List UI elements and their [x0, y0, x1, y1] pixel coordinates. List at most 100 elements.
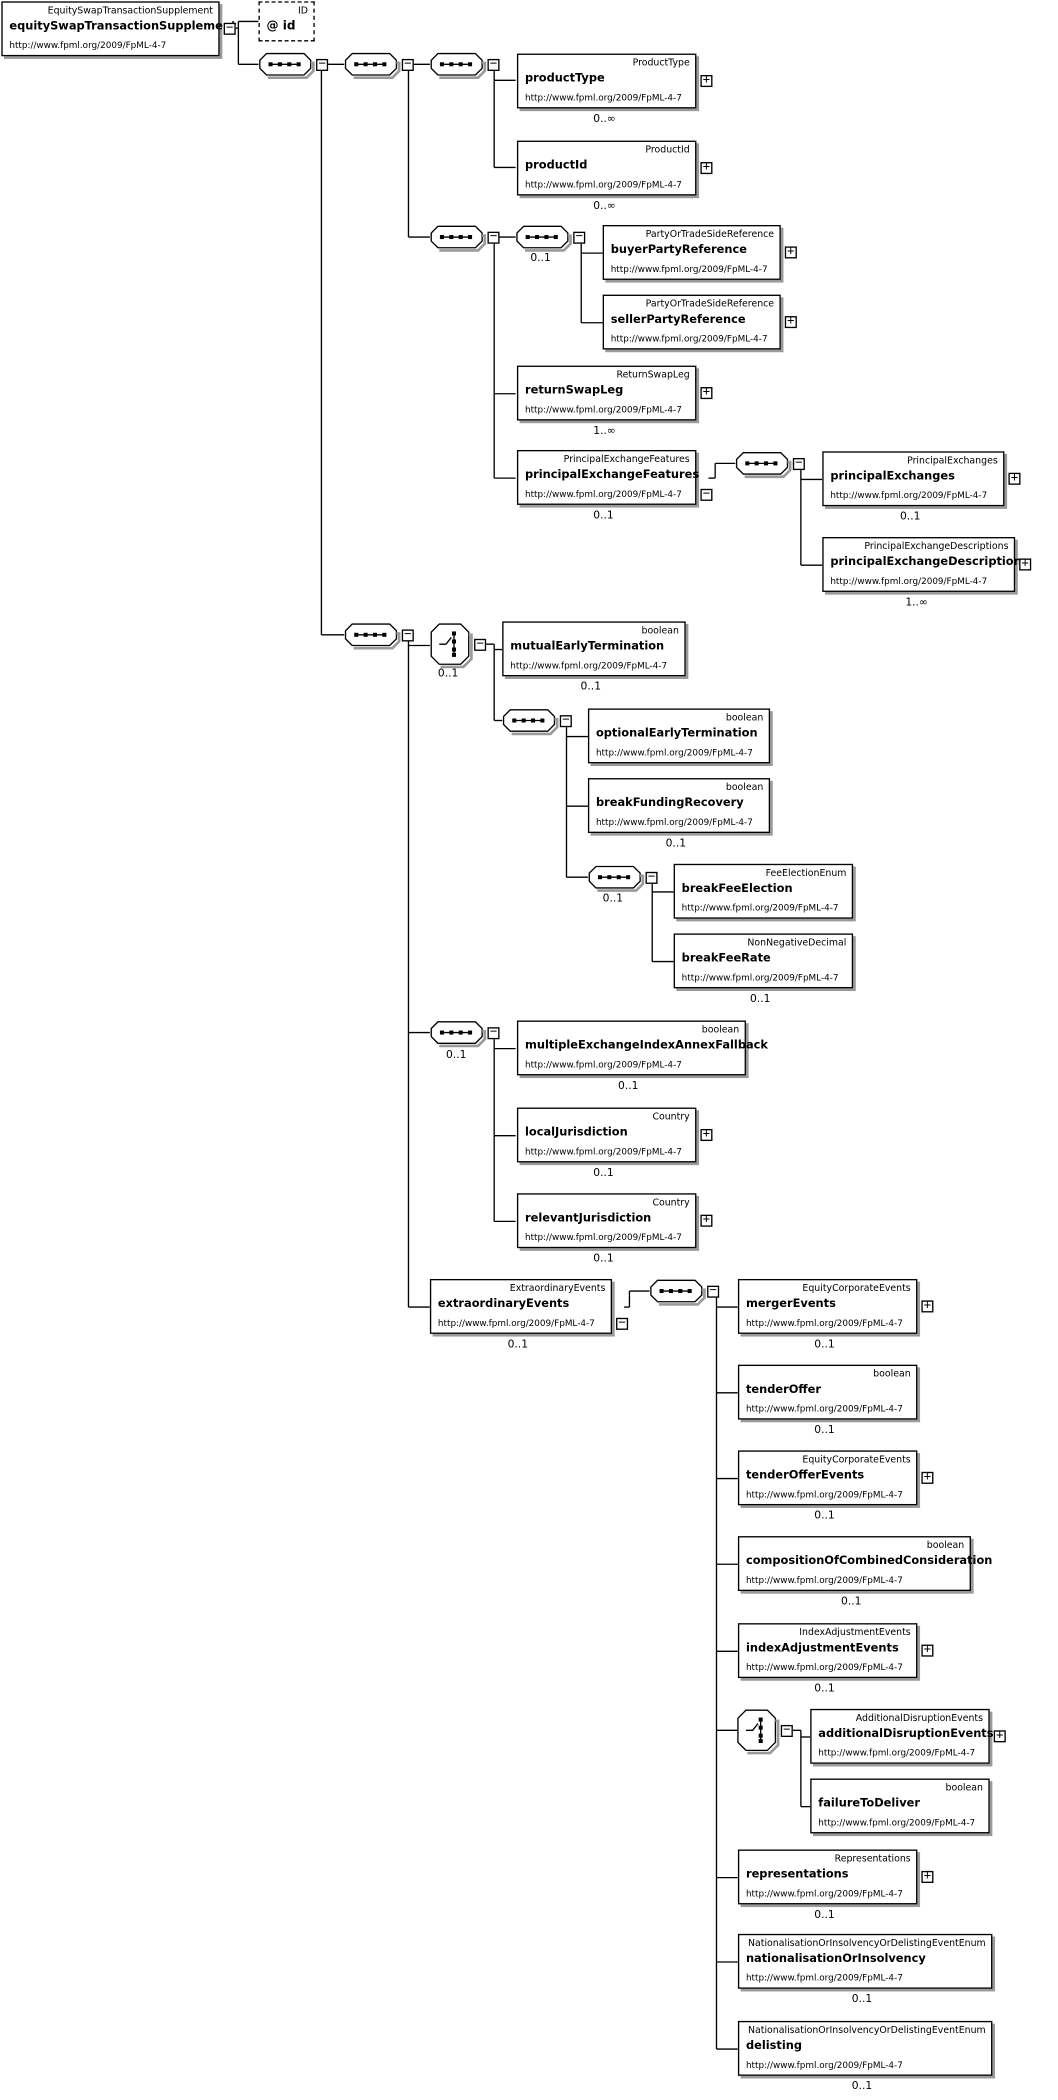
- collapse-toggle[interactable]: −: [700, 488, 713, 501]
- type-label: PrincipalExchanges: [907, 455, 998, 467]
- element-delisting[interactable]: NationalisationOrInsolvencyOrDelistingEv…: [737, 2020, 993, 2076]
- sequence-termination-jurisdiction[interactable]: [344, 623, 401, 650]
- expand-toggle[interactable]: +: [921, 1471, 934, 1484]
- sequence-principal-exchanges[interactable]: [735, 451, 792, 479]
- choice-disruption-events[interactable]: [737, 1709, 780, 1755]
- collapse-toggle[interactable]: −: [487, 231, 500, 244]
- collapse-toggle[interactable]: −: [316, 58, 329, 71]
- type-label: boolean: [701, 1024, 740, 1036]
- expand-toggle[interactable]: +: [1019, 558, 1032, 571]
- element-multipleExchangeIndexAnnexFallback[interactable]: boolean multipleExchangeIndexAnnexFallbac…: [516, 1020, 768, 1076]
- collapse-toggle[interactable]: −: [616, 1317, 629, 1330]
- expand-toggle[interactable]: +: [921, 1300, 934, 1313]
- collapse-toggle[interactable]: −: [707, 1285, 720, 1298]
- namespace-label: http://www.fpml.org/2009/FpML-4-7: [818, 1747, 976, 1759]
- multiplicity-label: 0..1: [445, 1048, 467, 1061]
- element-nationalisationOrInsolvency[interactable]: NationalisationOrInsolvencyOrDelistingEv…: [737, 1933, 993, 1989]
- collapse-toggle[interactable]: −: [645, 871, 658, 884]
- expand-toggle[interactable]: +: [1008, 472, 1021, 485]
- namespace-label: http://www.fpml.org/2009/FpML-4-7: [524, 1059, 682, 1071]
- expand-toggle[interactable]: +: [921, 1644, 934, 1657]
- collapse-toggle[interactable]: −: [780, 1724, 793, 1737]
- collapse-toggle[interactable]: −: [223, 22, 236, 35]
- type-label: ExtraordinaryEvents: [509, 1282, 606, 1294]
- attribute-name: @ id: [266, 20, 296, 34]
- collapse-toggle[interactable]: −: [792, 457, 805, 471]
- choice-early-termination[interactable]: [430, 623, 473, 669]
- sequence-parties[interactable]: [516, 225, 572, 252]
- sequence-swap-legs[interactable]: [430, 225, 487, 252]
- namespace-label: http://www.fpml.org/2009/FpML-4-7: [610, 263, 768, 275]
- namespace-label: http://www.fpml.org/2009/FpML-4-7: [745, 1317, 903, 1329]
- expand-toggle[interactable]: +: [700, 74, 713, 88]
- type-label: ProductId: [645, 144, 690, 156]
- expand-toggle[interactable]: +: [700, 1214, 713, 1227]
- element-name: multipleExchangeIndexAnnexFallback: [524, 1039, 768, 1053]
- type-label: boolean: [873, 1368, 911, 1380]
- element-name: breakFundingRecovery: [595, 796, 744, 811]
- expand-toggle[interactable]: +: [700, 386, 713, 400]
- namespace-label: http://www.fpml.org/2009/FpML-4-7: [595, 816, 753, 828]
- root-element[interactable]: EquitySwapTransactionSupplement equitySw…: [1, 1, 236, 57]
- collapse-toggle[interactable]: −: [487, 58, 500, 71]
- element-name: mutualEarlyTermination: [510, 640, 665, 654]
- expand-toggle[interactable]: +: [921, 1870, 934, 1883]
- sequence-jurisdiction[interactable]: [430, 1021, 487, 1048]
- multiplicity-label: 0..1: [665, 837, 687, 850]
- collapse-toggle[interactable]: −: [573, 231, 586, 244]
- type-label: AdditionalDisruptionEvents: [855, 1712, 984, 1724]
- element-name: breakFeeRate: [681, 952, 771, 966]
- type-label: Representations: [834, 1853, 911, 1865]
- attribute-id[interactable]: ID @ id: [258, 1, 315, 42]
- type-label: NonNegativeDecimal: [747, 937, 847, 949]
- expand-toggle[interactable]: +: [784, 246, 797, 259]
- multiplicity-label: 0..1: [593, 1166, 614, 1179]
- collapse-toggle[interactable]: −: [559, 714, 572, 728]
- multiplicity-label: 0..1: [851, 1992, 873, 2005]
- element-name: localJurisdiction: [524, 1126, 628, 1140]
- sequence-break-fee[interactable]: [588, 865, 645, 892]
- expand-toggle[interactable]: +: [784, 315, 797, 329]
- multiplicity-label: 0..1: [814, 1509, 835, 1522]
- namespace-label: http://www.fpml.org/2009/FpML-4-7: [745, 1403, 903, 1415]
- element-name: principalExchangeFeatures: [524, 468, 700, 483]
- expand-toggle[interactable]: +: [700, 1128, 713, 1142]
- collapse-toggle[interactable]: −: [474, 638, 487, 651]
- multiplicity-label: 0..1: [580, 680, 602, 693]
- collapse-toggle[interactable]: −: [487, 1027, 500, 1040]
- sequence-product-identity[interactable]: [430, 52, 487, 80]
- sequence-optional-termination[interactable]: [502, 709, 559, 736]
- expand-toggle[interactable]: +: [700, 161, 713, 175]
- multiplicity-label: 0..1: [814, 1908, 835, 1921]
- sequence-main[interactable]: [259, 52, 315, 80]
- collapse-toggle[interactable]: −: [401, 58, 414, 71]
- collapse-toggle[interactable]: −: [401, 629, 414, 642]
- sequence-extraordinary-events[interactable]: [650, 1279, 706, 1306]
- expand-toggle[interactable]: +: [993, 1730, 1006, 1743]
- sequence-product[interactable]: [344, 52, 401, 80]
